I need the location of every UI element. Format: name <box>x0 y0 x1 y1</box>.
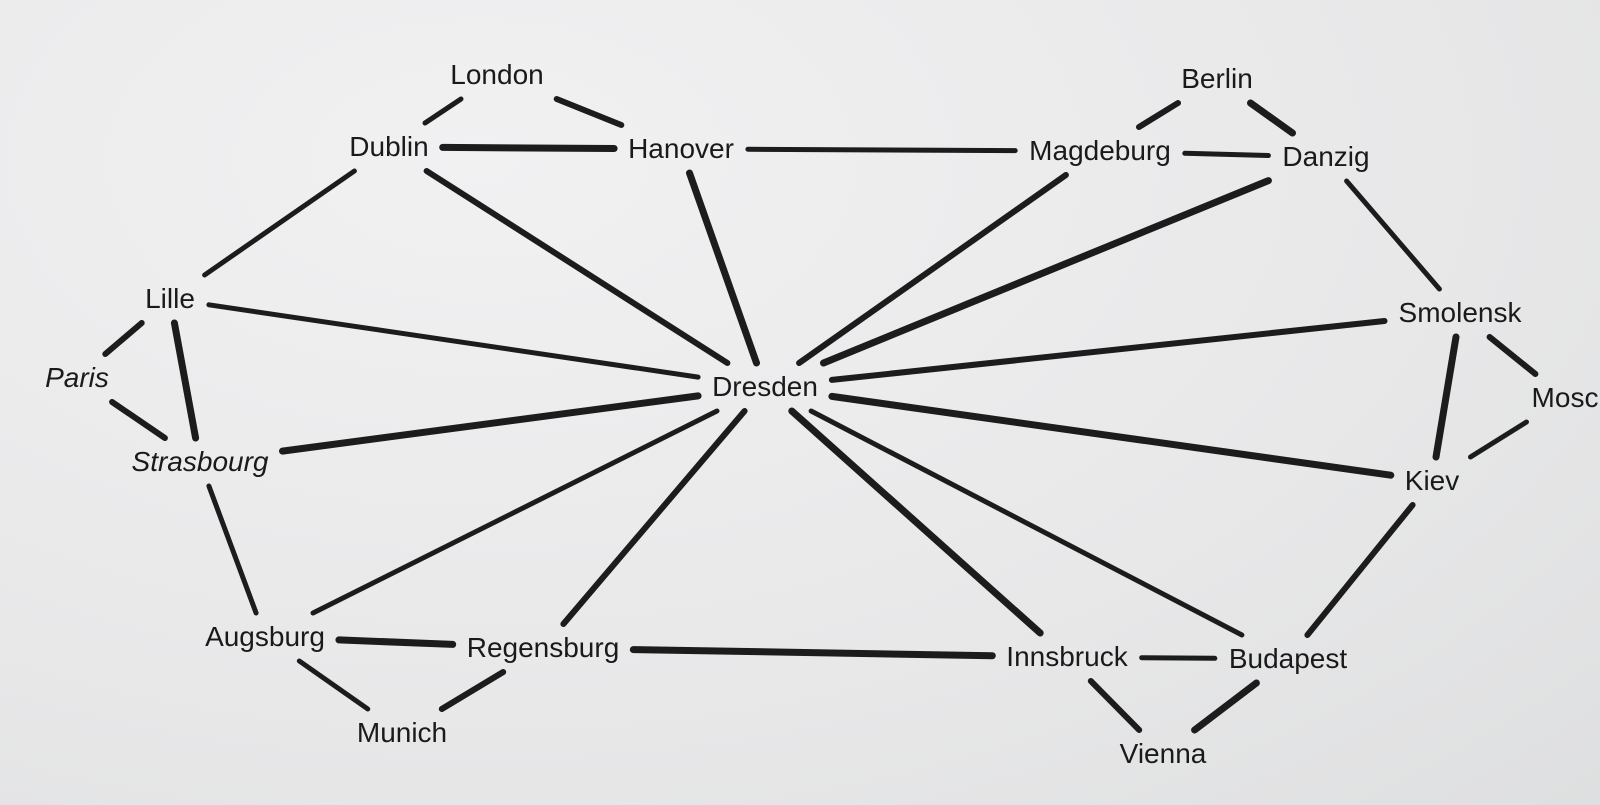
connection-berlin-danzig <box>1247 99 1296 137</box>
connection-dublin-lille <box>202 168 357 278</box>
city-regensburg: Regensburg <box>466 632 620 663</box>
city-berlin: Berlin <box>1181 63 1253 94</box>
city-strasbourg: Strasbourg <box>131 446 269 477</box>
connection-smolensk-kiev <box>1432 333 1460 461</box>
connection-lille-paris <box>102 320 145 357</box>
city-innsbruck: Innsbruck <box>1006 641 1128 672</box>
city-hanover: Hanover <box>628 133 734 164</box>
connection-berlin-magdeburg <box>1136 100 1181 130</box>
city-dublin: Dublin <box>349 131 429 162</box>
city-kiev: Kiev <box>1404 465 1460 496</box>
connection-magdeburg-dresden <box>796 172 1069 366</box>
connection-dresden-kiev <box>828 392 1395 479</box>
city-vienna: Vienna <box>1119 738 1207 769</box>
connection-strasbourg-augsburg <box>206 483 259 616</box>
city-moscow: Mosc <box>1531 382 1599 413</box>
city-augsburg: Augsburg <box>205 621 325 652</box>
connection-budapest-vienna <box>1191 679 1260 734</box>
connection-moscow-kiev <box>1468 419 1529 460</box>
connection-dublin-dresden <box>423 168 731 366</box>
connection-paris-strasbourg <box>109 399 168 441</box>
connection-kiev-budapest <box>1304 502 1416 638</box>
connection-innsbruck-budapest <box>1139 655 1218 661</box>
city-dresden: Dresden <box>712 371 818 402</box>
connection-dresden-smolensk <box>828 318 1388 383</box>
connection-dresden-augsburg <box>310 408 720 616</box>
city-munich: Munich <box>356 717 448 748</box>
connection-augsburg-regensburg <box>335 636 457 648</box>
city-danzig: Danzig <box>1282 141 1370 172</box>
city-magdeburg: Magdeburg <box>1029 135 1171 166</box>
connection-strasbourg-dresden <box>279 392 702 455</box>
connection-danzig-dresden <box>820 177 1272 367</box>
connection-london-dublin <box>422 96 464 126</box>
city-london: London <box>450 59 544 90</box>
city-lille: Lille <box>145 283 195 314</box>
connection-lille-dresden <box>206 302 701 380</box>
connection-dresden-innsbruck <box>788 407 1044 637</box>
connection-innsbruck-vienna <box>1087 678 1143 733</box>
connection-augsburg-munich <box>296 658 371 712</box>
connection-smolensk-moscow <box>1486 334 1539 377</box>
connection-london-hanover <box>553 96 625 128</box>
connection-hanover-dresden <box>686 169 760 367</box>
connection-lille-strasbourg <box>170 319 200 442</box>
city-paris: Paris <box>45 362 109 393</box>
connection-dresden-regensburg <box>560 408 748 627</box>
connection-magdeburg-danzig <box>1182 150 1271 158</box>
connection-dresden-budapest <box>808 408 1245 638</box>
city-smolensk: Smolensk <box>1398 297 1522 328</box>
connection-dublin-hanover <box>439 143 618 152</box>
connection-regensburg-munich <box>438 669 507 712</box>
connection-hanover-magdeburg <box>745 146 1018 154</box>
city-budapest: Budapest <box>1228 643 1348 674</box>
connection-regensburg-innsbruck <box>629 646 996 660</box>
connection-danzig-smolensk <box>1344 178 1442 292</box>
